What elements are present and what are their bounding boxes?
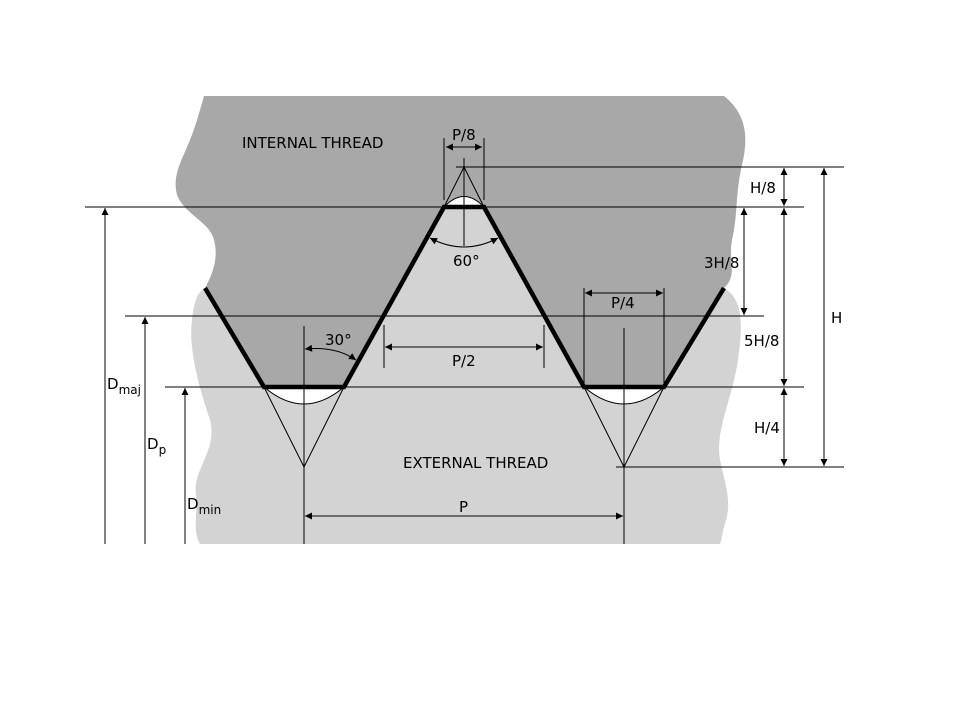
p8-label: P/8: [452, 126, 476, 144]
internal-thread-label: INTERNAL THREAD: [242, 134, 383, 152]
external-thread-region: [191, 207, 741, 544]
angle-30-arc: [304, 344, 357, 361]
h8-label: H/8: [750, 179, 776, 197]
thread-profile: [203, 204, 726, 390]
dmaj-label: Dmaj: [107, 375, 141, 397]
h4-label: H/4: [754, 419, 780, 437]
dimension-lines: [101, 143, 828, 544]
external-thread-label: EXTERNAL THREAD: [403, 454, 548, 472]
h-label: H: [831, 309, 842, 327]
angle-60-arc: [429, 237, 499, 248]
angle60-label: 60°: [453, 252, 480, 270]
internal-thread-region: [175, 96, 746, 387]
angle30-label: 30°: [325, 331, 352, 349]
p4-label: P/4: [611, 294, 635, 312]
5h8-label: 5H/8: [744, 332, 779, 350]
dmin-label: Dmin: [187, 495, 221, 517]
p-label: P: [459, 498, 468, 516]
p2-label: P/2: [452, 352, 476, 370]
dp-label: Dp: [147, 435, 166, 457]
3h8-label: 3H/8: [704, 254, 739, 272]
